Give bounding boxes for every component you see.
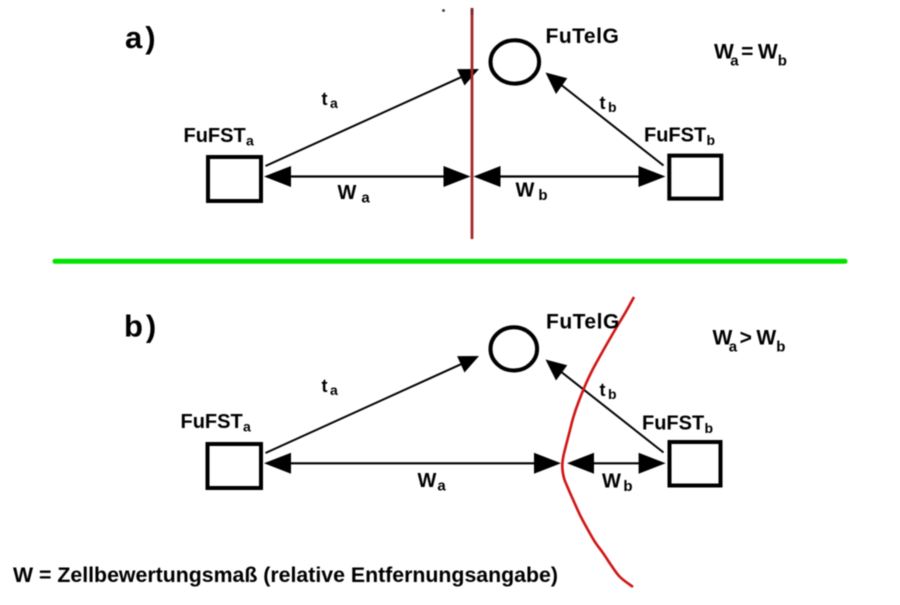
svg-text:FuFSTa: FuFSTa (184, 125, 255, 149)
svg-text:FuTelG: FuTelG (546, 311, 620, 334)
svg-text:FuTelG: FuTelG (546, 25, 620, 48)
svg-text:tb: tb (600, 93, 617, 115)
svg-text:b): b) (124, 309, 159, 344)
svg-text:FuFSTa: FuFSTa (181, 411, 252, 435)
svg-text:FuFSTb: FuFSTb (644, 125, 715, 149)
svg-text:tb: tb (600, 380, 617, 402)
svg-text:W = Zellbewertungsmaß (relativ: W = Zellbewertungsmaß (relative Entfernu… (13, 563, 558, 587)
svg-text:FuFSTb: FuFSTb (642, 413, 713, 437)
svg-text:ta: ta (322, 89, 339, 111)
svg-text:a): a) (125, 20, 159, 55)
svg-text:ta: ta (322, 376, 339, 398)
